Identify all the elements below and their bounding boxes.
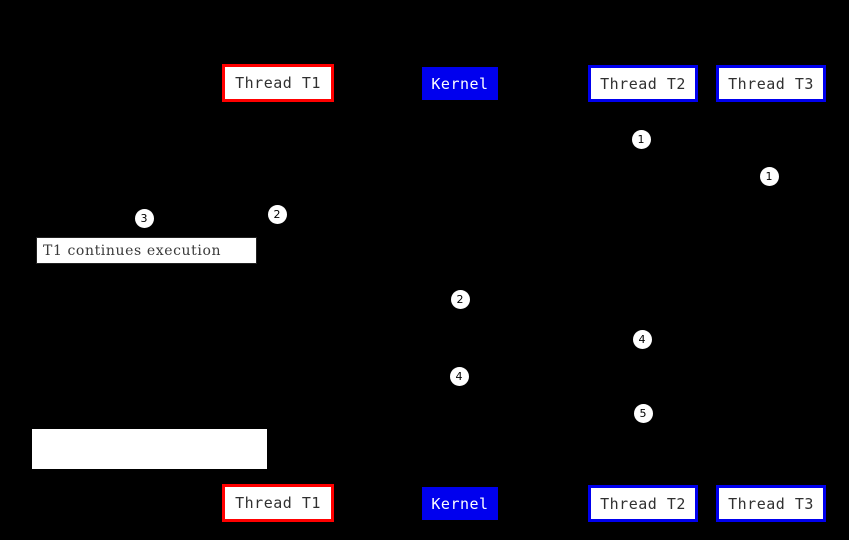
step-kernel-2: 2 <box>450 289 470 309</box>
step-t1-3: 3 <box>134 208 154 228</box>
step-t2-4: 4 <box>632 329 652 349</box>
lifeline-line-thread-t3 <box>771 102 772 485</box>
step-number: 2 <box>273 207 281 221</box>
note-blank <box>32 429 267 469</box>
lifeline-footer-thread-t1[interactable]: Thread T1 <box>222 484 334 522</box>
step-number: 1 <box>765 169 773 183</box>
lifeline-line-thread-t1 <box>278 102 279 484</box>
lifeline-footer-thread-t2[interactable]: Thread T2 <box>588 485 698 522</box>
step-kernel-4: 4 <box>449 366 469 386</box>
lifeline-header-thread-t1[interactable]: Thread T1 <box>222 64 334 102</box>
lifeline-header-thread-t2[interactable]: Thread T2 <box>588 65 698 102</box>
lifeline-footer-kernel[interactable]: Kernel <box>422 487 498 520</box>
lifeline-label: Thread T2 <box>600 74 686 93</box>
step-number: 1 <box>637 132 645 146</box>
lifeline-line-thread-t2 <box>643 102 644 485</box>
lifeline-header-thread-t3[interactable]: Thread T3 <box>716 65 826 102</box>
step-t2-1: 1 <box>631 129 651 149</box>
step-t2-5: 5 <box>633 403 653 423</box>
step-number: 4 <box>455 369 463 383</box>
step-number: 5 <box>639 406 647 420</box>
step-t1-2: 2 <box>267 204 287 224</box>
step-number: 4 <box>638 332 646 346</box>
step-number: 2 <box>456 292 464 306</box>
lifeline-label: Kernel <box>431 74 489 93</box>
note-t1-continues: T1 continues execution <box>36 237 257 264</box>
lifeline-label: Thread T3 <box>728 494 814 513</box>
step-number: 3 <box>140 211 148 225</box>
lifeline-header-kernel[interactable]: Kernel <box>422 67 498 100</box>
lifeline-footer-thread-t3[interactable]: Thread T3 <box>716 485 826 522</box>
lifeline-label: Thread T3 <box>728 74 814 93</box>
lifeline-label: Kernel <box>431 494 489 513</box>
lifeline-label: Thread T1 <box>235 494 321 512</box>
lifeline-label: Thread T1 <box>235 74 321 92</box>
note-text: T1 continues execution <box>43 242 222 259</box>
lifeline-label: Thread T2 <box>600 494 686 513</box>
step-t3-1: 1 <box>759 166 779 186</box>
